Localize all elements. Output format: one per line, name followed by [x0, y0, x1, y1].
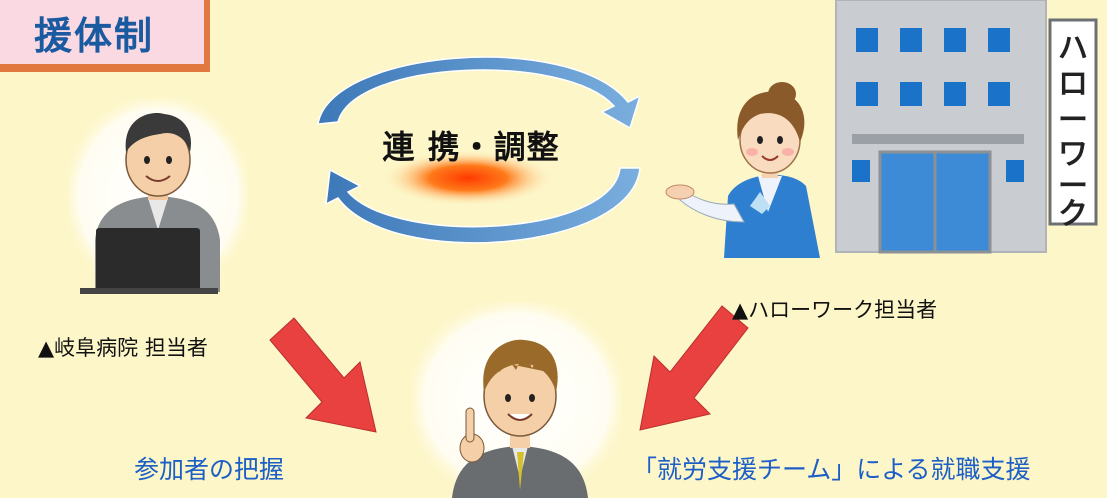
hospital-staff-caption: ▲岐阜病院 担当者 [38, 336, 208, 360]
cooperation-label: 連 携・調整 [382, 128, 560, 166]
page-title: 援体制 [33, 13, 154, 58]
participant-grasp-caption: 参加者の把握 [134, 455, 285, 484]
sign-char-1: ハ [1058, 31, 1088, 66]
sign-char-6: ク [1058, 197, 1088, 232]
hellowork-staff-caption: ▲ハローワーク担当者 [732, 298, 938, 322]
cycle-arrow-top [317, 56, 642, 130]
sign-char-4: ワ [1058, 137, 1088, 172]
hospital-staff-image [68, 98, 248, 294]
red-arrow-right [639, 305, 749, 431]
hellowork-staff-image [665, 82, 820, 258]
sign-char-5: ー [1058, 169, 1088, 204]
cycle-arrow-bottom [325, 167, 641, 244]
participant-image [412, 302, 622, 498]
label-glow [382, 150, 554, 206]
red-arrow-left [269, 317, 377, 433]
sign-char-2: ロ [1058, 67, 1088, 102]
employment-support-caption: 「就労支援チーム」による就職支援 [632, 455, 1031, 484]
sign-char-3: ー [1058, 103, 1088, 138]
cycle-arrows [317, 56, 642, 244]
title-box: 援体制 [0, 0, 210, 72]
hellowork-building-image [835, 0, 1098, 254]
